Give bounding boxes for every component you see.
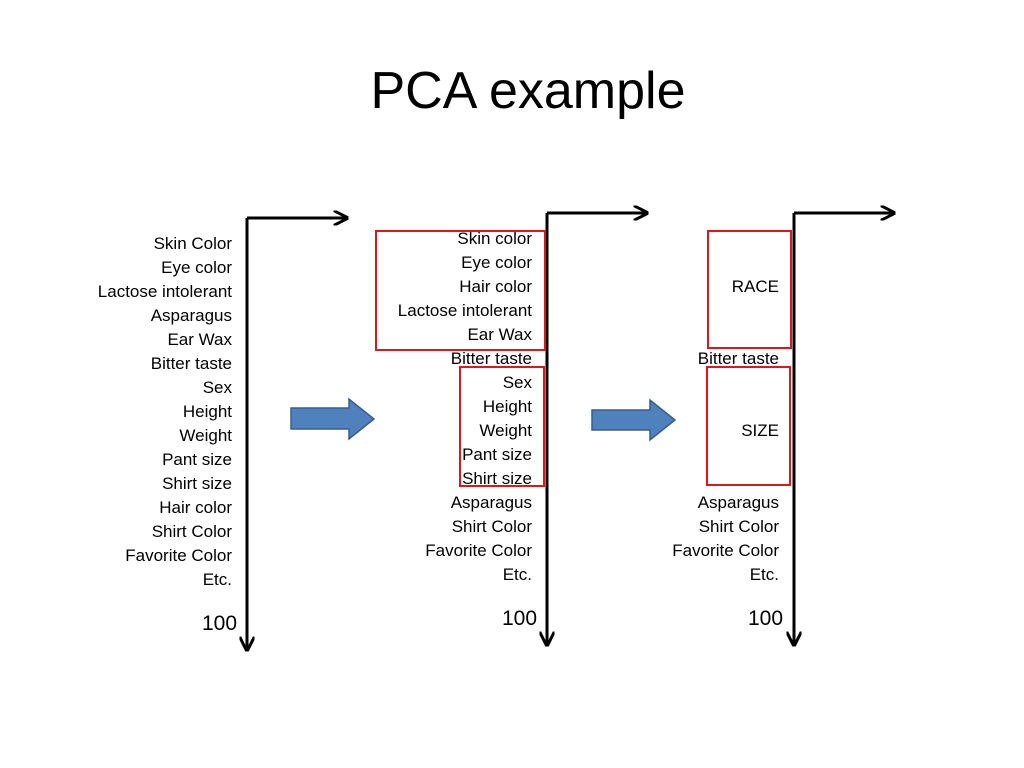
list-item: Skin color <box>457 229 532 248</box>
component-box-size <box>706 366 791 486</box>
list-item: Lactose intolerant <box>397 301 532 320</box>
list-item: Height <box>182 402 232 421</box>
list-item: Hair color <box>159 498 232 517</box>
highlight-box-size-group <box>459 366 545 487</box>
list-item: Lactose intolerant <box>97 282 232 301</box>
list-item: Bitter taste <box>697 349 779 368</box>
list-item: Shirt size <box>462 469 532 488</box>
list-item: Etc. <box>202 570 232 589</box>
list-item: Asparagus <box>450 493 532 512</box>
right-arrow-icon <box>290 397 376 441</box>
list-item: Eye color <box>461 253 532 272</box>
variable-count-grouped: 100 <box>502 607 538 630</box>
component-label-race: RACE <box>731 277 779 296</box>
list-item: Eye color <box>161 258 232 277</box>
list-item: Favorite Color <box>672 541 779 560</box>
variable-count-original: 100 <box>202 612 238 635</box>
list-item: Shirt Color <box>151 522 232 541</box>
component-label-size: SIZE <box>741 421 779 440</box>
list-item: Pant size <box>462 445 532 464</box>
list-item: Shirt size <box>162 474 232 493</box>
component-box-race <box>707 230 792 349</box>
list-item: Sex <box>502 373 532 392</box>
list-item: Shirt Color <box>451 517 532 536</box>
slide-title: PCA example <box>370 62 686 120</box>
list-item: Favorite Color <box>125 546 232 565</box>
list-item: Etc. <box>749 565 779 584</box>
variable-count-reduced: 100 <box>748 607 784 630</box>
list-item: Skin Color <box>153 234 232 253</box>
list-item: Bitter taste <box>150 354 232 373</box>
list-item: Weight <box>179 426 232 445</box>
axis-1 <box>247 218 347 650</box>
variable-list-original: Skin Color Eye color Lactose intolerant … <box>98 232 232 592</box>
list-item: Ear Wax <box>467 325 532 344</box>
axis-2 <box>547 213 647 645</box>
list-item: Height <box>482 397 532 416</box>
list-item: Asparagus <box>150 306 232 325</box>
variable-list-grouped: Skin color Eye color Hair color Lactose … <box>398 227 532 587</box>
axis-3 <box>794 213 894 645</box>
list-item: Pant size <box>162 450 232 469</box>
list-item: Weight <box>479 421 532 440</box>
list-item: Favorite Color <box>425 541 532 560</box>
right-arrow-icon <box>591 398 677 442</box>
list-item: Ear Wax <box>167 330 232 349</box>
list-item: Sex <box>202 378 232 397</box>
list-item: Etc. <box>502 565 532 584</box>
variable-list-reduced: Asparagus Shirt Color Favorite Color Etc… <box>672 491 779 587</box>
list-item: Asparagus <box>697 493 779 512</box>
list-item: Hair color <box>459 277 532 296</box>
list-item: Shirt Color <box>698 517 779 536</box>
list-item: Bitter taste <box>450 349 532 368</box>
highlight-box-race-group <box>375 230 546 351</box>
